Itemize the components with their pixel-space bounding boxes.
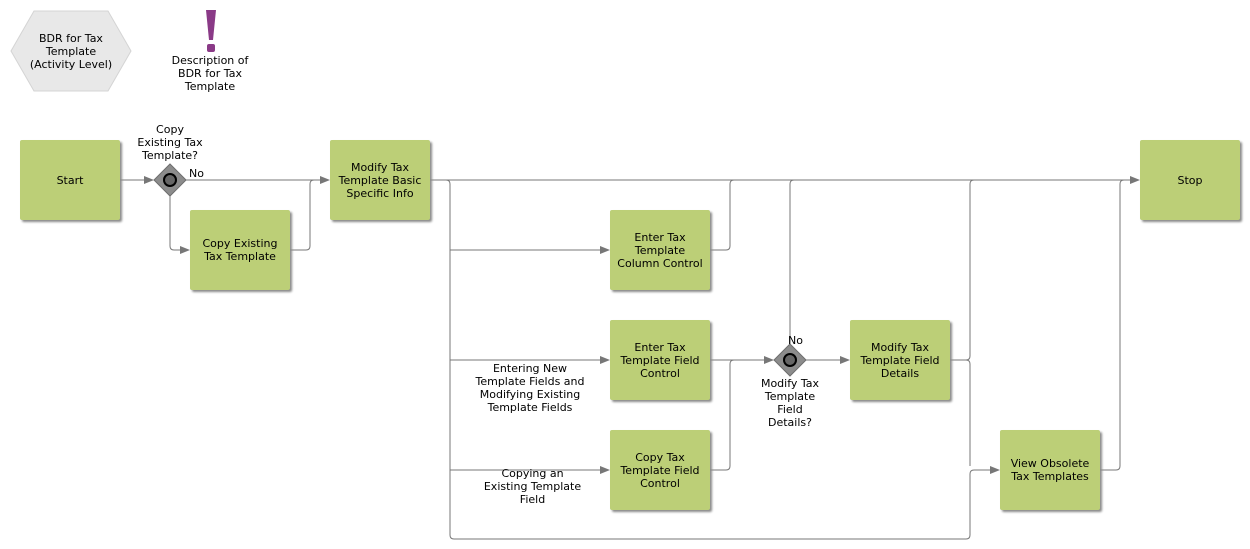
connector-enter-column-to-main <box>710 179 735 251</box>
modify-field-details-task[interactable]: Modify Tax Template Field Details <box>850 320 950 400</box>
connector-obsolete-to-stop <box>1100 179 1125 471</box>
start-event[interactable]: Start <box>20 140 120 220</box>
connector-gateway-no-to-main <box>789 179 795 344</box>
view-obsolete-templates-task[interactable]: View Obsolete Tax Templates <box>1000 430 1100 510</box>
modify-details-gateway[interactable] <box>773 343 807 377</box>
stop-event[interactable]: Stop <box>1140 140 1240 220</box>
gateway-2-question: Modify Tax Template Field Details? <box>760 377 820 429</box>
connector-modify-details-out <box>950 179 975 361</box>
connector-trunk <box>430 179 1000 540</box>
enter-column-control-task[interactable]: Enter Tax Template Column Control <box>610 210 710 290</box>
copy-existing-tax-template-task[interactable]: Copy Existing Tax Template <box>190 210 290 290</box>
connector-gateway-to-copy-existing <box>169 196 190 254</box>
exclamation-icon <box>206 10 216 52</box>
description-label: Description of BDR for Tax Template <box>171 54 249 93</box>
entering-new-fields-label: Entering New Template Fields and Modifyi… <box>475 362 585 414</box>
gateway-1-no-label: No <box>189 167 204 180</box>
activity-level-hexagon <box>10 10 132 92</box>
enter-field-control-task[interactable]: Enter Tax Template Field Control <box>610 320 710 400</box>
connector-modify-details-to-obsolete <box>965 359 971 466</box>
hexagon-label: BDR for Tax Template (Activity Level) <box>29 31 113 71</box>
gateway-2-no-label: No <box>788 334 803 347</box>
gateway-1-question: Copy Existing Tax Template? <box>137 123 203 162</box>
copy-field-control-task[interactable]: Copy Tax Template Field Control <box>610 430 710 510</box>
copy-existing-gateway[interactable] <box>153 163 187 197</box>
connector-copy-field-to-gateway <box>710 359 735 471</box>
connector-copy-existing-to-modify-basic <box>290 179 315 251</box>
copying-existing-field-label: Copying an Existing Template Field <box>483 467 582 506</box>
modify-basic-info-task[interactable]: Modify Tax Template Basic Specific Info <box>330 140 430 220</box>
